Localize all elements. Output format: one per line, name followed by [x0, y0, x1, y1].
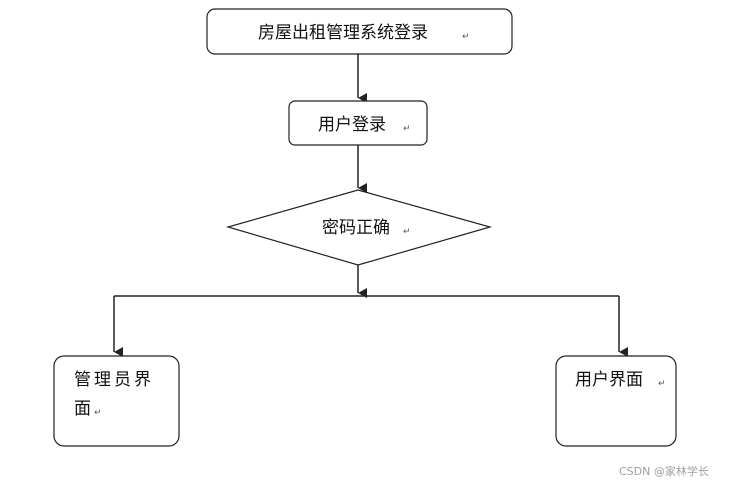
system-login-box	[206, 8, 513, 55]
user-interface-label: 用户界面	[575, 370, 643, 390]
return-mark-icon: ↵	[462, 32, 470, 42]
user-login-label: 用户登录	[318, 115, 386, 135]
admin-interface-box	[53, 355, 180, 447]
return-mark-icon: ↵	[403, 227, 411, 237]
admin-interface-label-line1: 管理员界	[74, 370, 154, 390]
return-mark-icon: ↵	[658, 379, 666, 389]
csdn-watermark: CSDN @家林学长	[619, 464, 709, 478]
user-interface-box	[555, 355, 677, 447]
admin-interface-label-line2: 面	[74, 399, 91, 419]
password-check-label: 密码正确	[322, 218, 390, 238]
system-login-label: 房屋出租管理系统登录	[258, 23, 428, 43]
return-mark-icon: ↵	[403, 124, 411, 134]
return-mark-icon: ↵	[94, 408, 102, 418]
